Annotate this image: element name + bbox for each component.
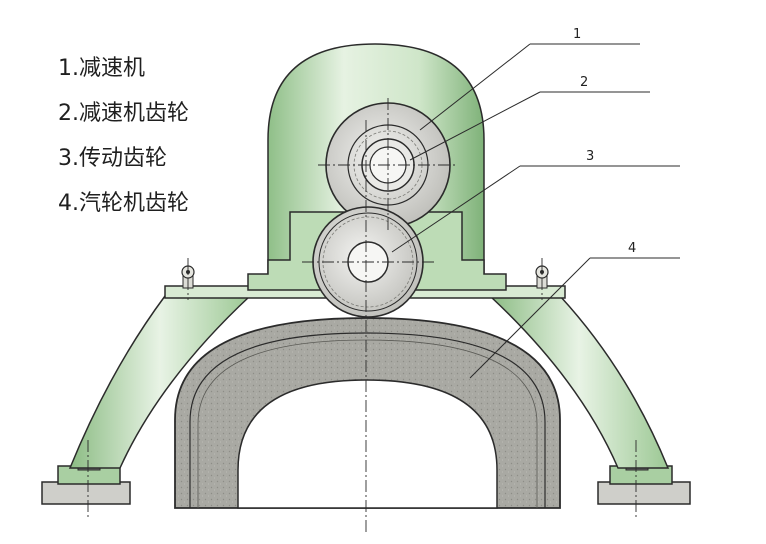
legend-item-transmission-gear: 3.传动齿轮: [58, 146, 167, 171]
callout-number-4: 4: [628, 241, 636, 256]
right-support-leg: [488, 295, 670, 469]
callout-number-2: 2: [580, 75, 588, 90]
leader-line-3: [391, 165, 521, 253]
right-base: [597, 459, 691, 505]
legend-item-turbine-gear: 4.汽轮机齿轮: [58, 191, 189, 216]
callout-number-1: 1: [573, 27, 581, 42]
center-lines: [87, 98, 637, 532]
leader-lines: [391, 43, 680, 379]
callout-number-3: 3: [586, 149, 594, 164]
leader-line-2: [409, 91, 541, 161]
legend-item-reducer-gear: 2.减速机齿轮: [58, 101, 189, 126]
leader-line-4: [469, 257, 591, 379]
legend-item-reducer: 1.减速机: [58, 56, 145, 81]
leader-line-1: [419, 43, 531, 131]
legend-list: 1.减速机 2.减速机齿轮 3.传动齿轮 4.汽轮机齿轮: [58, 56, 189, 236]
turbine-gear: [174, 317, 561, 509]
left-support-leg: [68, 295, 252, 469]
